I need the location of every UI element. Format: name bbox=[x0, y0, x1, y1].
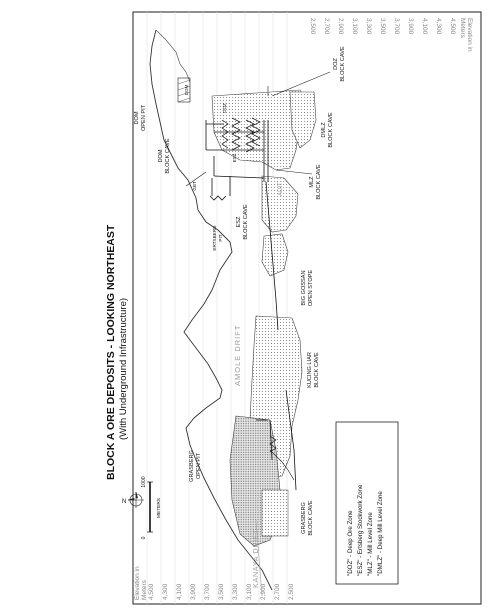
elevation-tick-top: 2,700 bbox=[323, 18, 330, 35]
label-grasberg-pit-1: GRASBERG bbox=[189, 450, 195, 482]
legend-box bbox=[335, 421, 399, 585]
title-line-1: BLOCK A ORE DEPOSITS - LOOKING NORTHEAST bbox=[105, 224, 117, 480]
elevation-heading-bottom-1: Elevation in bbox=[134, 566, 141, 600]
elevation-tick-top: 3,100 bbox=[351, 18, 358, 35]
elevation-labels-bottom: Elevation in Meters 4,500 4,300 4,100 3,… bbox=[134, 566, 295, 600]
label-dom-small: DOM bbox=[184, 85, 189, 96]
label-dom-block-cave-2: BLOCK CAVE bbox=[165, 138, 171, 174]
elevation-tick-top: 4,300 bbox=[435, 18, 442, 35]
label-big-gossan-1: BIG GOSSAN bbox=[301, 270, 307, 305]
elevation-tick-top: 2,900 bbox=[337, 18, 344, 35]
legend-item: "MLZ" - Mill Level Zone bbox=[367, 512, 374, 576]
legend-item: "DMLZ" - Deep Mill Level Zone bbox=[377, 491, 384, 576]
elevation-tick-bottom: 3,900 bbox=[190, 583, 197, 600]
ground-surface-profile bbox=[149, 29, 273, 591]
feature-labels: DOZ BLOCK CAVE DMLZ BLOCK CAVE DOM OPEN … bbox=[134, 46, 346, 536]
elevation-heading-top-1: Elevation in bbox=[466, 18, 473, 52]
legend-item: "ESZ" - Ertsberg Stockwork Zone bbox=[357, 484, 364, 576]
label-gbt: GBT bbox=[192, 181, 197, 191]
elevation-tick-top: 3,700 bbox=[393, 18, 400, 35]
elevation-tick-bottom: 2,900 bbox=[260, 583, 267, 600]
cave-zigzags bbox=[221, 117, 277, 453]
label-dom-open-pit-2: OPEN PIT bbox=[141, 104, 147, 131]
label-doz-block-cave-2: BLOCK CAVE bbox=[340, 46, 346, 82]
label-kucing-liar-1: KUCING LIAR bbox=[307, 352, 313, 388]
elevation-heading-top-2: Meters bbox=[459, 18, 466, 39]
label-grasberg-cave-2: BLOCK CAVE bbox=[308, 500, 314, 536]
label-esz-small: ESZ bbox=[232, 153, 237, 162]
label-esz-block-cave-1: ESZ bbox=[236, 216, 242, 227]
label-doz-block-cave-1: DOZ bbox=[333, 58, 339, 70]
deep-mill-level-orebody bbox=[289, 91, 317, 149]
label-ertsberg-pit-1: ERTSBERG bbox=[212, 225, 217, 251]
grasberg-lower-orebody bbox=[261, 489, 289, 537]
elevation-tick-top: 2,500 bbox=[309, 18, 316, 35]
label-esz-block-cave-2: BLOCK CAVE bbox=[243, 204, 249, 240]
elevation-tick-bottom: 3,500 bbox=[218, 583, 225, 600]
amole-drift-label: AMOLE DRIFT bbox=[233, 325, 242, 386]
label-dmlz-block-cave-2: BLOCK CAVE bbox=[328, 112, 334, 148]
elevation-tick-bottom: 3,300 bbox=[232, 583, 239, 600]
elevation-tick-bottom: 4,300 bbox=[162, 583, 169, 600]
ground-surface-upper bbox=[155, 29, 191, 83]
elevation-tick-bottom: 3,700 bbox=[204, 583, 211, 600]
label-dmlz-block-cave-1: DMLZ bbox=[321, 122, 327, 138]
scale-bar-unit: METERS bbox=[156, 498, 162, 518]
label-dom-block-cave-1: DOM bbox=[158, 149, 164, 162]
label-big-gossan-2: OPEN STOPE bbox=[308, 270, 314, 307]
elevation-tick-top: 3,500 bbox=[379, 18, 386, 35]
dom-hatch bbox=[177, 79, 191, 103]
kanaya-drift-label: KANAYA DRIFT bbox=[253, 529, 260, 588]
elevation-tick-top: 4,100 bbox=[421, 18, 428, 35]
mlz-esz-orebody bbox=[261, 175, 299, 233]
underground-infrastructure bbox=[205, 120, 297, 491]
scale-bar-max: 1000 bbox=[141, 476, 147, 487]
elevation-labels-top: Elevation in Meters 4,500 4,300 4,100 3,… bbox=[309, 18, 473, 52]
label-grasberg-pit-2: OPEN PIT bbox=[196, 452, 202, 479]
leader-lines bbox=[185, 71, 331, 187]
elevation-tick-bottom: 3,100 bbox=[246, 583, 253, 600]
label-doz-small: DOZ bbox=[222, 103, 227, 113]
elevation-tick-bottom: 2,500 bbox=[288, 583, 295, 600]
label-ertsberg-pit-2: PIT bbox=[218, 234, 223, 241]
north-arrow-icon: N bbox=[122, 491, 144, 508]
scale-bar: 0 1000 METERS bbox=[141, 476, 162, 539]
svg-text:N: N bbox=[122, 499, 126, 505]
adit-label: ADIT bbox=[278, 182, 284, 196]
title-line-2: (With Underground Infrastructure) bbox=[118, 298, 129, 440]
label-grasberg-cave-1: GRASBERG bbox=[301, 502, 307, 534]
kanaya-drift-line bbox=[255, 519, 263, 597]
elevation-tick-bottom: 4,100 bbox=[176, 583, 183, 600]
legend: "DOZ" - Deep Ore Zone "ESZ" - Ertsberg S… bbox=[347, 484, 384, 576]
elevation-tick-top: 4,500 bbox=[449, 18, 456, 35]
label-mlz-block-cave-2: BLOCK CAVE bbox=[316, 164, 322, 200]
legend-item: "DOZ" - Deep Ore Zone bbox=[347, 510, 354, 576]
elevation-tick-bottom: 4,500 bbox=[148, 583, 155, 600]
elevation-tick-bottom: 2,700 bbox=[274, 583, 281, 600]
elevation-tick-top: 3,300 bbox=[365, 18, 372, 35]
scale-bar-zero: 0 bbox=[141, 536, 147, 539]
label-mlz-block-cave-1: MLZ bbox=[309, 176, 315, 188]
label-kucing-liar-2: BLOCK CAVE bbox=[314, 352, 320, 388]
big-gossan-orebody bbox=[261, 233, 289, 277]
page-border bbox=[132, 11, 482, 605]
elevation-heading-bottom-2: Meters bbox=[141, 579, 148, 600]
label-dom-open-pit-1: DOM bbox=[134, 111, 140, 124]
elevation-tick-top: 3,900 bbox=[407, 18, 414, 35]
